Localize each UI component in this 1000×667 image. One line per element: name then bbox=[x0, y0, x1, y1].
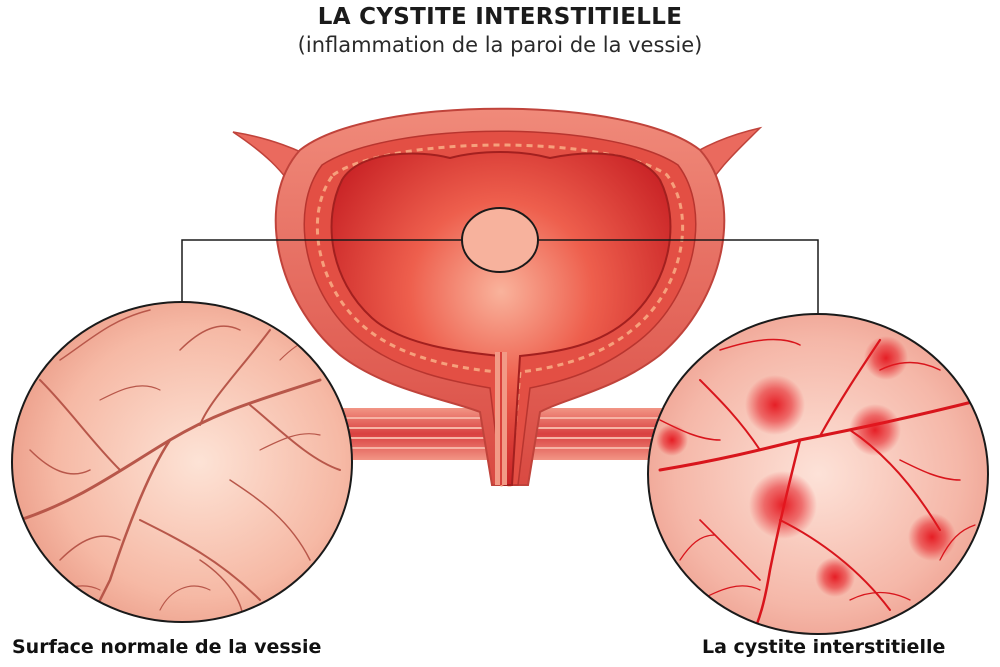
diagram-title: LA CYSTITE INTERSTITIELLE bbox=[317, 4, 683, 30]
healthy-surface-magnified bbox=[11, 301, 353, 623]
inflammation-lesions bbox=[656, 336, 956, 597]
diagram-subtitle: (inflammation de la paroi de la vessie) bbox=[297, 33, 703, 57]
inflamed-surface-magnified bbox=[647, 313, 989, 635]
zoom-connectors bbox=[181, 207, 819, 318]
bladder bbox=[232, 107, 763, 487]
caption-interstitial-cystitis: La cystite interstitielle bbox=[702, 636, 946, 658]
caption-normal-surface: Surface normale de la vessie bbox=[12, 636, 322, 658]
